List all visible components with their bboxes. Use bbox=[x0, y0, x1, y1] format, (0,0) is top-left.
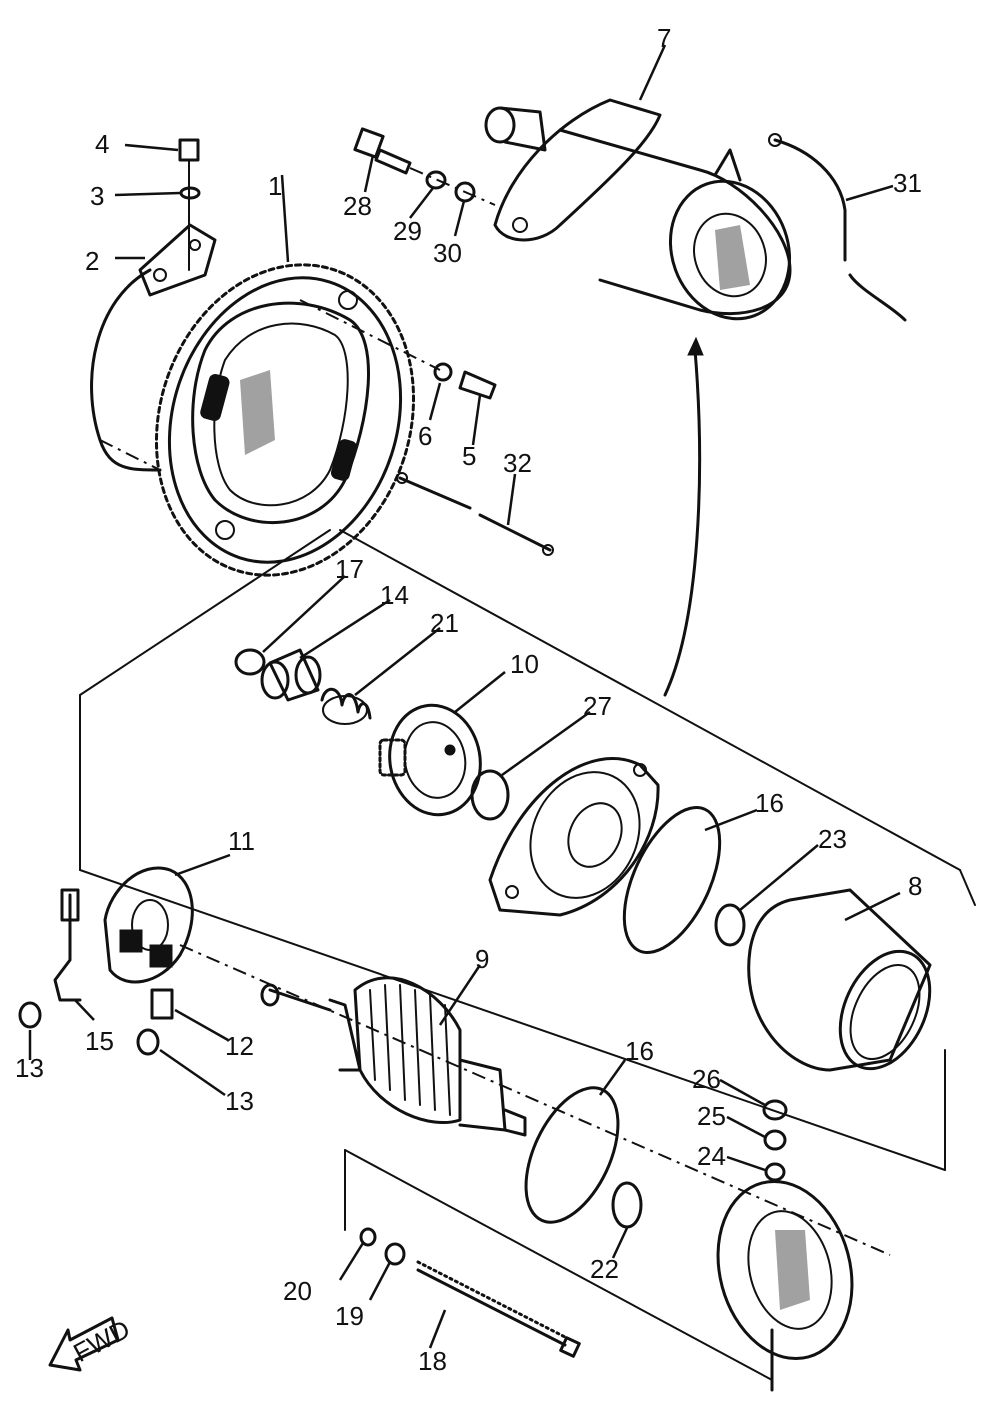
fwd-arrow-icon: FWD bbox=[48, 1314, 135, 1372]
callout-22: 22 bbox=[590, 1254, 619, 1284]
rear-cover bbox=[716, 1179, 854, 1392]
callout-3: 3 bbox=[90, 181, 104, 211]
callout-17: 17 bbox=[335, 554, 364, 584]
callout-21: 21 bbox=[430, 608, 459, 638]
callout-26: 26 bbox=[692, 1064, 721, 1094]
callout-13-right: 13 bbox=[225, 1086, 254, 1116]
callout-leaders bbox=[28, 44, 901, 1349]
callout-6: 6 bbox=[418, 421, 432, 451]
callout-31: 31 bbox=[893, 168, 922, 198]
brush-plate-11 bbox=[103, 866, 194, 984]
washer-20 bbox=[359, 1227, 377, 1247]
callout-16-upper: 16 bbox=[755, 788, 784, 818]
exploded-group-lines bbox=[79, 529, 976, 1381]
washer-25 bbox=[763, 1129, 787, 1151]
fwd-label: FWD bbox=[68, 1314, 134, 1368]
long-rod-32 bbox=[396, 472, 554, 556]
washer-19 bbox=[384, 1242, 406, 1266]
callout-32: 32 bbox=[503, 448, 532, 478]
callout-29: 29 bbox=[393, 216, 422, 246]
mounting-bracket bbox=[138, 138, 217, 297]
callout-1: 1 bbox=[268, 171, 282, 201]
bushing-14 bbox=[260, 648, 322, 702]
o-ring-16-lower bbox=[524, 1086, 620, 1224]
brush-lead-15 bbox=[53, 888, 173, 1002]
front-cover bbox=[488, 757, 660, 917]
armature-9 bbox=[260, 976, 527, 1137]
callout-5: 5 bbox=[462, 441, 476, 471]
callout-16-lower: 16 bbox=[625, 1036, 654, 1066]
o-ring-16-upper bbox=[622, 806, 722, 954]
callout-19: 19 bbox=[335, 1301, 364, 1331]
callout-20: 20 bbox=[283, 1276, 312, 1306]
ring-gear-assembly bbox=[90, 263, 416, 577]
callout-11: 11 bbox=[228, 826, 255, 856]
callout-27: 27 bbox=[583, 691, 612, 721]
callout-23: 23 bbox=[818, 824, 847, 854]
bolt-washer-5-6 bbox=[299, 299, 497, 400]
o-ring-17 bbox=[234, 648, 266, 676]
starter-motor-assembly bbox=[484, 98, 792, 321]
nut-13-right bbox=[136, 1028, 160, 1056]
spring-21 bbox=[320, 687, 372, 725]
nut-26 bbox=[762, 1099, 788, 1121]
callout-8: 8 bbox=[908, 871, 922, 901]
callout-18: 18 bbox=[418, 1346, 447, 1376]
callout-15: 15 bbox=[85, 1026, 114, 1056]
callout-7: 7 bbox=[657, 23, 671, 53]
assembly-arrow bbox=[663, 336, 704, 697]
callout-4: 4 bbox=[95, 129, 109, 159]
yoke-8 bbox=[747, 888, 932, 1072]
center-axis bbox=[179, 944, 891, 1256]
callout-25: 25 bbox=[697, 1101, 726, 1131]
callout-10: 10 bbox=[510, 649, 539, 679]
callout-28: 28 bbox=[343, 191, 372, 221]
through-bolt-18 bbox=[416, 1260, 581, 1358]
callout-24: 24 bbox=[697, 1141, 726, 1171]
washer-23 bbox=[714, 903, 746, 947]
washer-24 bbox=[764, 1162, 786, 1182]
callout-30: 30 bbox=[433, 238, 462, 268]
callout-14: 14 bbox=[380, 580, 409, 610]
callout-2: 2 bbox=[85, 246, 99, 276]
bolt-28-washers-29-30 bbox=[353, 127, 496, 206]
lead-wire-31 bbox=[768, 133, 907, 322]
callout-9: 9 bbox=[475, 944, 489, 974]
callout-labels: 1 2 3 4 5 6 7 8 9 10 11 12 13 13 14 15 1… bbox=[15, 23, 922, 1376]
callout-12: 12 bbox=[225, 1031, 254, 1061]
nut-13-left bbox=[18, 1001, 42, 1029]
washer-27 bbox=[470, 769, 510, 821]
brush-12 bbox=[150, 988, 174, 1020]
washer-22 bbox=[611, 1181, 643, 1229]
clutch-10 bbox=[378, 703, 482, 817]
callout-13-left: 13 bbox=[15, 1053, 44, 1083]
